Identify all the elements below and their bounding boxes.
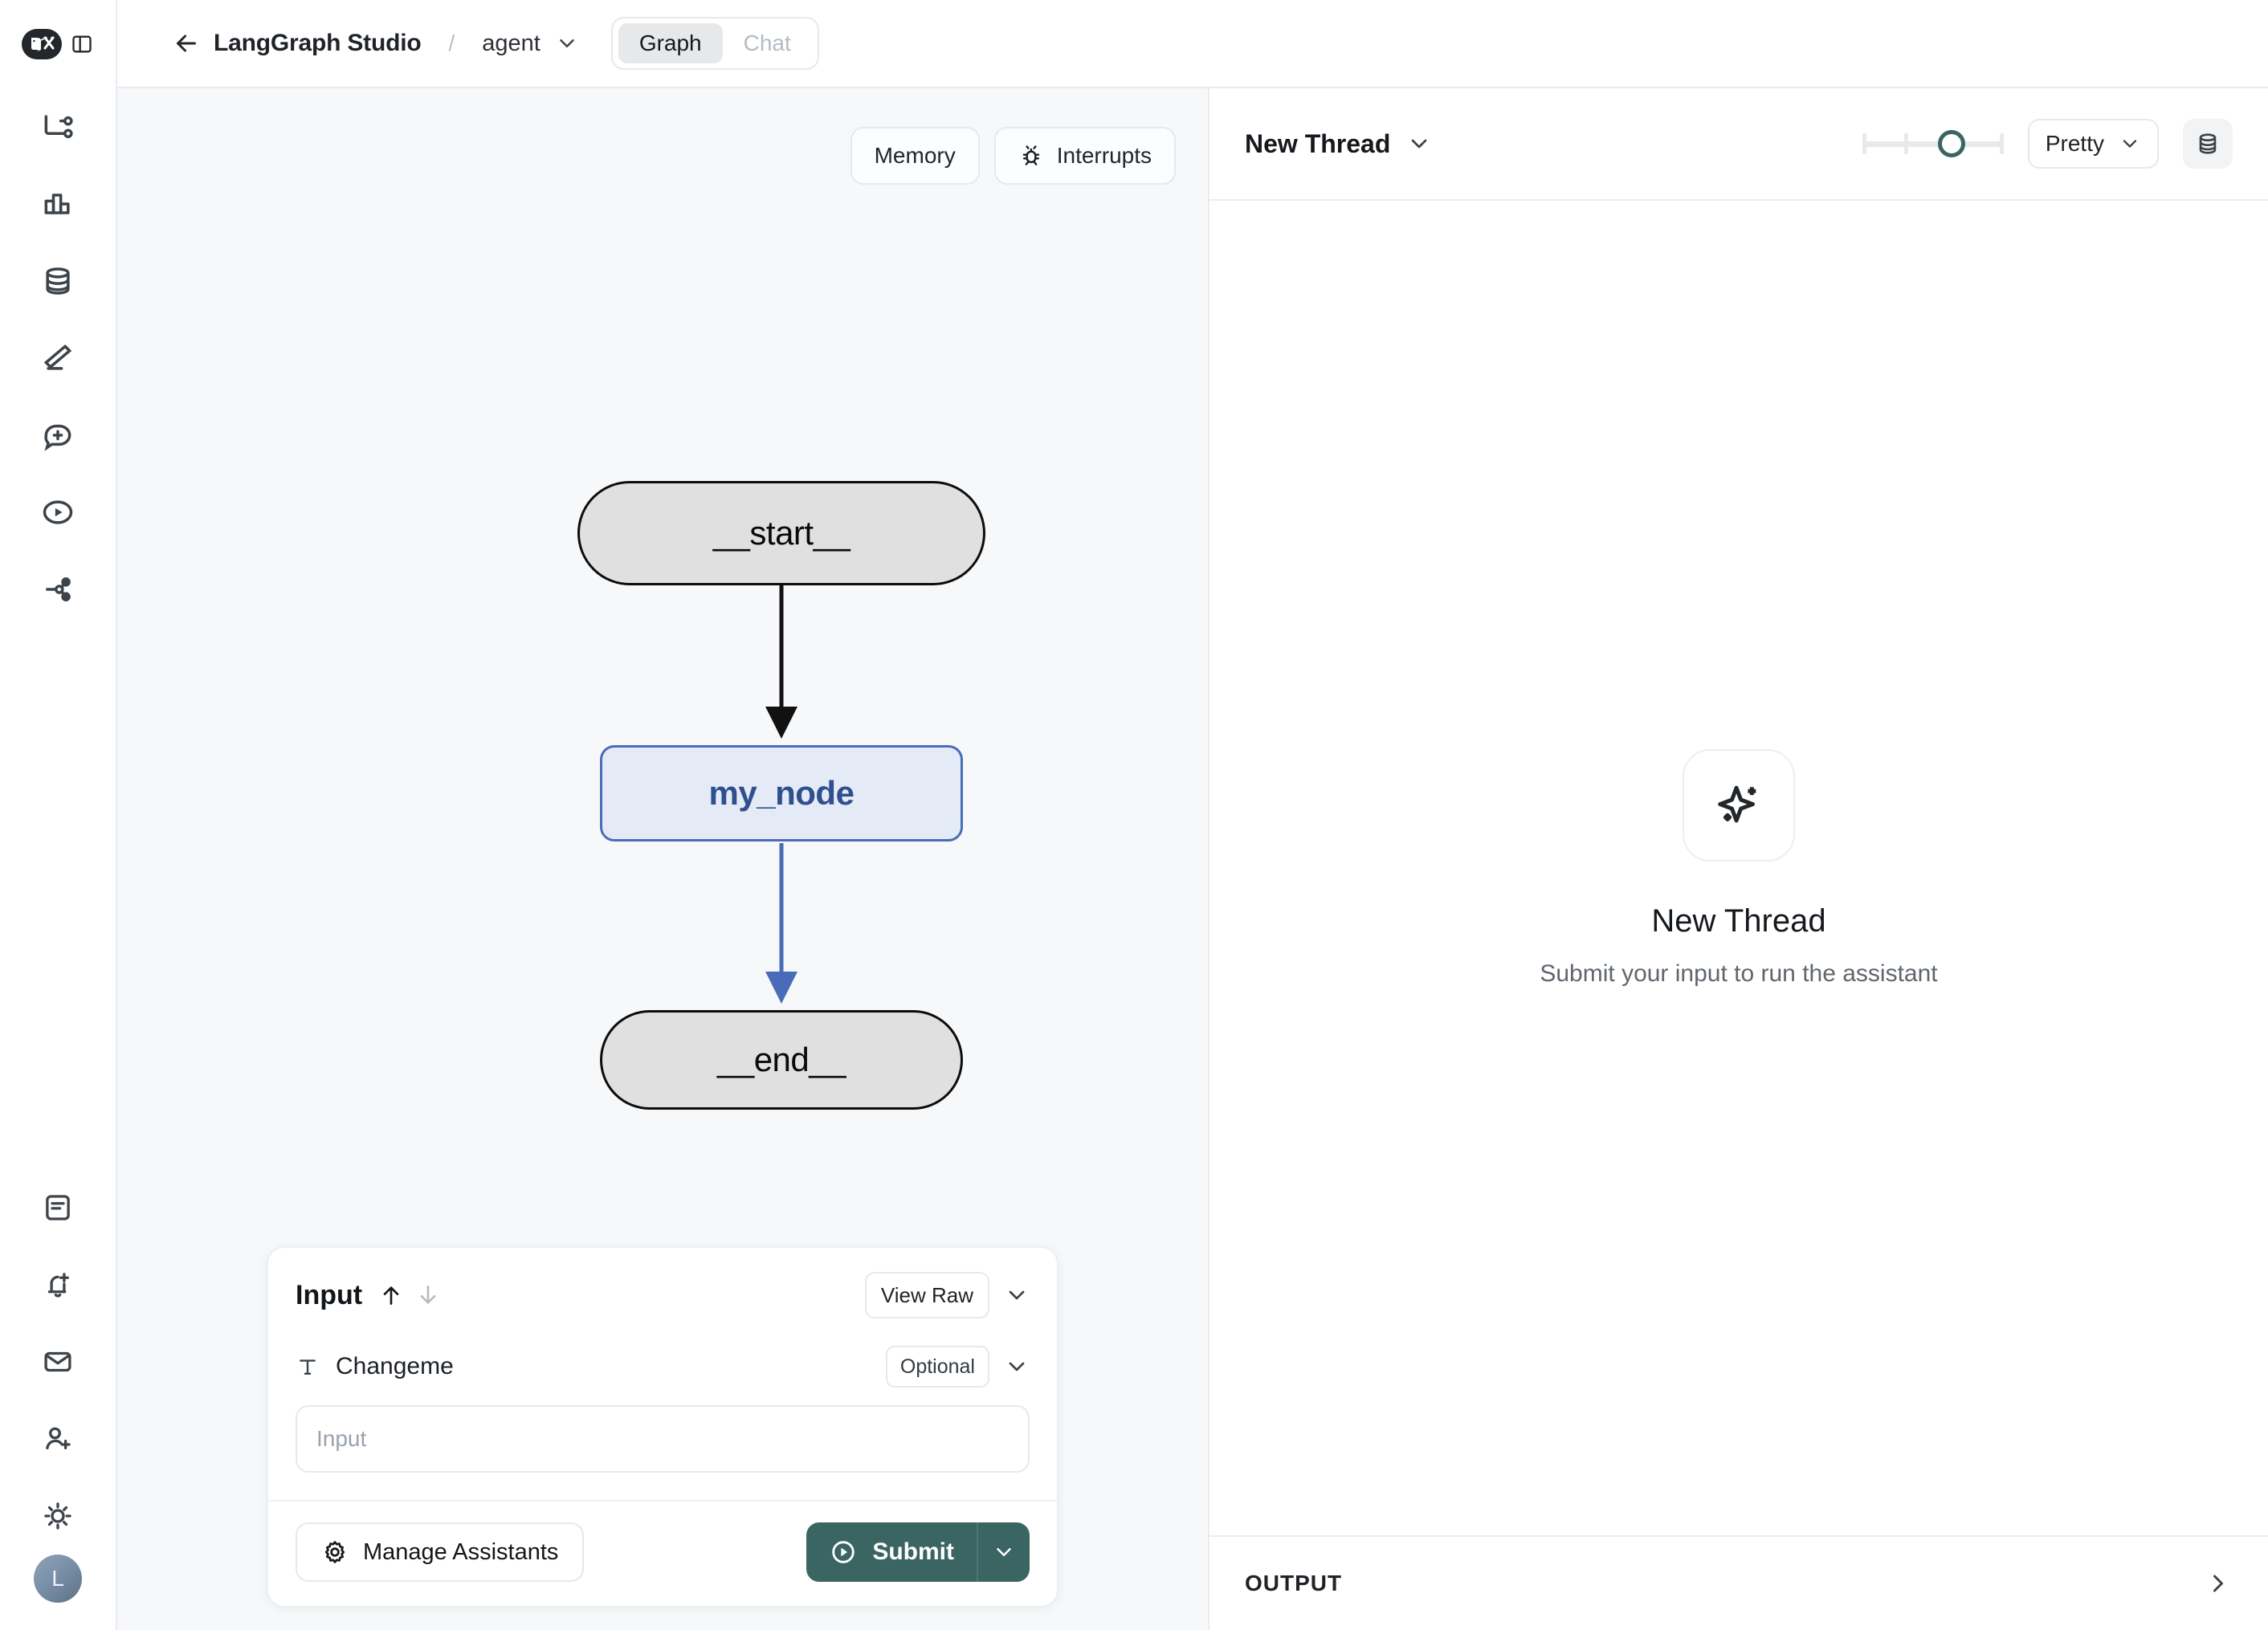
input-field-label: Changeme — [336, 1353, 454, 1379]
arrow-left-icon[interactable] — [169, 26, 204, 61]
input-panel-footer: Manage Assistants Submit — [268, 1502, 1057, 1606]
thread-empty-state: New Thread Submit your input to run the … — [1209, 201, 2268, 1535]
sidebar-item-graph[interactable] — [0, 88, 116, 165]
manage-assistants-button[interactable]: Manage Assistants — [296, 1522, 585, 1582]
submit-button[interactable]: Submit — [806, 1522, 977, 1582]
rail-secondary-nav — [0, 1169, 116, 1555]
output-label: OUTPUT — [1245, 1571, 1343, 1595]
format-select-value: Pretty — [2045, 131, 2104, 156]
memory-button[interactable]: Memory — [850, 127, 980, 185]
page-title: LangGraph Studio — [214, 30, 422, 56]
submit-options-chevron-down-icon[interactable] — [977, 1522, 1030, 1582]
sidebar-item-analytics[interactable] — [0, 165, 116, 242]
interrupts-button-label: Interrupts — [1056, 143, 1152, 168]
interrupts-button[interactable]: Interrupts — [993, 127, 1176, 185]
manage-assistants-label: Manage Assistants — [363, 1538, 559, 1565]
graph-node-my_node: my_node — [600, 745, 963, 841]
input-field-chevron-down-icon[interactable] — [1004, 1354, 1030, 1379]
changeme-input[interactable] — [296, 1405, 1030, 1473]
sidebar-item-datasets[interactable] — [0, 242, 116, 320]
avatar[interactable]: L — [34, 1555, 82, 1603]
view-raw-button[interactable]: View Raw — [864, 1272, 989, 1318]
tab-chat[interactable]: Chat — [743, 31, 791, 55]
slider-track — [1862, 141, 2004, 147]
play-circle-icon — [829, 1538, 858, 1567]
sidebar-item-invite[interactable] — [0, 1400, 116, 1477]
thread-name[interactable]: New Thread — [1245, 128, 1391, 158]
submit-button-label: Submit — [872, 1538, 954, 1565]
thread-header-controls: Pretty — [1862, 119, 2233, 169]
sidebar-item-docs[interactable] — [0, 1169, 116, 1246]
input-panel-divider — [268, 1500, 1057, 1502]
left-rail: L — [0, 0, 117, 1630]
thread-chevron-down-icon[interactable] — [1406, 131, 1432, 157]
sidebar-item-prompts[interactable] — [0, 397, 116, 474]
arrow-up-icon[interactable] — [378, 1282, 404, 1308]
graph-node-label: __end__ — [716, 1041, 846, 1078]
database-icon — [2194, 130, 2221, 157]
gear-icon — [321, 1538, 349, 1566]
text-type-icon — [296, 1355, 320, 1379]
assistant-name[interactable]: agent — [482, 30, 540, 56]
input-panel-header: Input — [268, 1248, 1057, 1323]
graph-toolbar: Memory Interrupts — [850, 127, 1176, 185]
graph-node-label: __start__ — [712, 514, 850, 552]
graph-canvas[interactable]: __start__ my_node __end__ — [117, 88, 1208, 1630]
size-slider[interactable] — [1862, 124, 2004, 164]
slider-tick — [1862, 133, 1866, 154]
input-field-row: Changeme Optional — [268, 1323, 1057, 1388]
graph-node-end: __end__ — [600, 1010, 963, 1110]
breadcrumb-separator: / — [448, 31, 455, 55]
input-panel-title: Input — [296, 1279, 363, 1310]
main-column: LangGraph Studio / agent Graph Chat Memo… — [117, 0, 2268, 1630]
input-panel-collapse-chevron-down-icon[interactable] — [1004, 1282, 1030, 1308]
empty-state-title: New Thread — [1651, 903, 1826, 939]
chevron-down-icon[interactable] — [555, 31, 579, 55]
sidebar-toggle-icon[interactable] — [70, 32, 94, 56]
optional-badge[interactable]: Optional — [885, 1346, 989, 1388]
sidebar-item-inbox[interactable] — [0, 1323, 116, 1400]
empty-state-subtitle: Submit your input to run the assistant — [1540, 960, 1938, 987]
rail-primary-nav — [0, 88, 116, 628]
slider-tick — [1999, 133, 2004, 154]
state-database-button[interactable] — [2183, 119, 2233, 169]
sidebar-item-deployments[interactable] — [0, 551, 116, 628]
input-panel: Input — [267, 1246, 1059, 1608]
slider-tick — [1903, 133, 1908, 154]
submit-button-group: Submit — [806, 1522, 1030, 1582]
format-select[interactable]: Pretty — [2027, 119, 2159, 169]
top-bar: LangGraph Studio / agent Graph Chat — [117, 0, 2268, 88]
sidebar-item-playground[interactable] — [0, 474, 116, 551]
rail-header — [22, 0, 94, 88]
chevron-down-icon — [2119, 132, 2141, 155]
input-nav-arrows — [378, 1282, 441, 1308]
view-mode-toggle: Graph Chat — [610, 17, 819, 70]
arrow-down-icon[interactable] — [415, 1282, 441, 1308]
body-split: Memory Interrupts — [117, 88, 2268, 1630]
sidebar-item-annotate[interactable] — [0, 320, 116, 397]
thread-panel: New Thread — [1209, 88, 2268, 1630]
graph-node-label: my_node — [708, 774, 855, 812]
sidebar-item-theme[interactable] — [0, 1477, 116, 1555]
bug-icon — [1018, 143, 1044, 169]
thread-header: New Thread — [1209, 88, 2268, 201]
memory-button-label: Memory — [874, 143, 956, 168]
sparkles-icon — [1683, 748, 1795, 862]
sidebar-item-alerts[interactable] — [0, 1246, 116, 1323]
graph-node-start: __start__ — [577, 481, 985, 585]
chevron-right-icon[interactable] — [2204, 1569, 2233, 1598]
output-bar[interactable]: OUTPUT — [1209, 1535, 2268, 1630]
input-field-wrap — [268, 1388, 1057, 1473]
slider-knob[interactable] — [1937, 130, 1965, 157]
tab-graph[interactable]: Graph — [618, 23, 723, 63]
graph-panel: Memory Interrupts — [117, 88, 1209, 1630]
langchain-parrot-logo[interactable] — [22, 29, 62, 59]
